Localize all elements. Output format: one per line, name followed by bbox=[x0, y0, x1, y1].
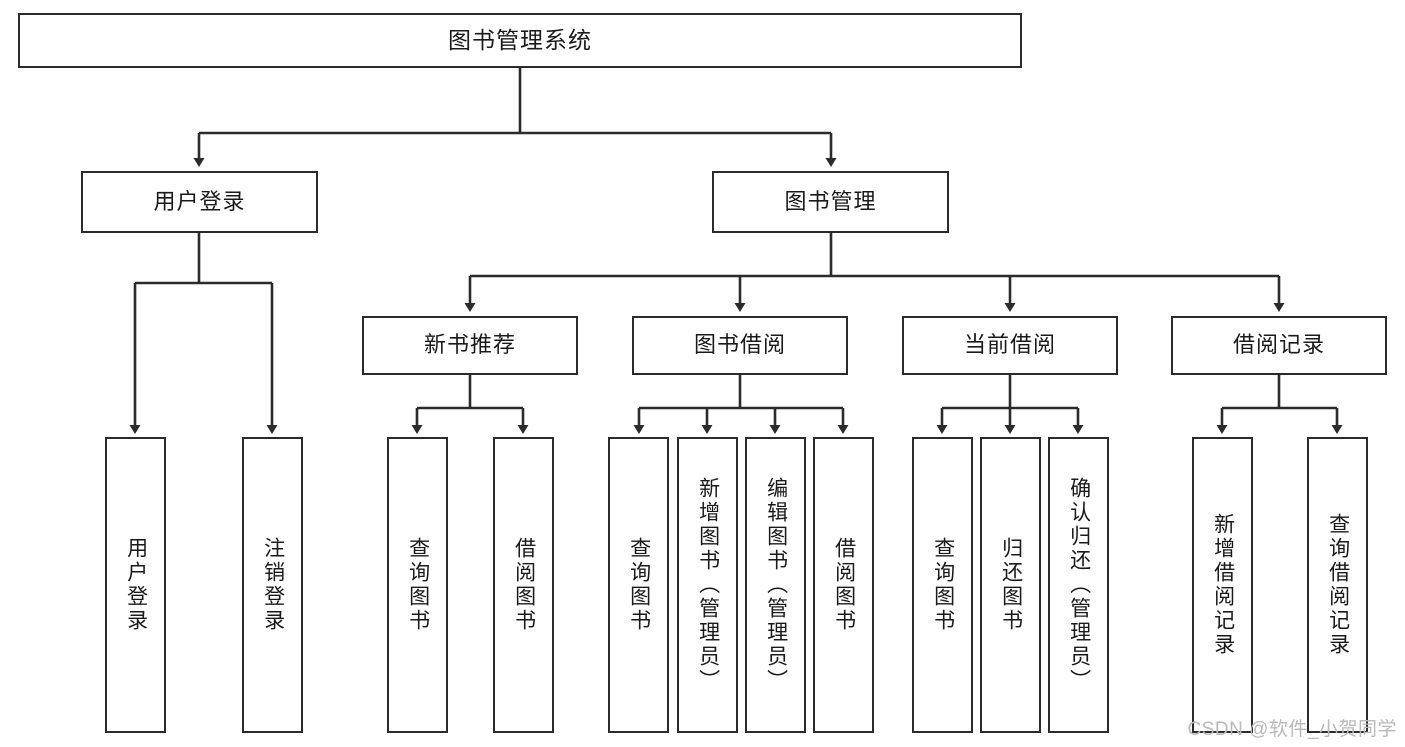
leaf-label: 编辑图书（管理员） bbox=[764, 477, 788, 693]
csdn-watermark: CSDN @软件_小贺同学 bbox=[1187, 719, 1397, 740]
leaf-query-book-borrow[interactable]: 查询图书 bbox=[608, 437, 669, 733]
leaf-query-borrow-record[interactable]: 查询借阅记录 bbox=[1307, 437, 1368, 733]
leaf-user-logout[interactable]: 注销登录 bbox=[242, 437, 303, 733]
leaf-query-book-recommend[interactable]: 查询图书 bbox=[387, 437, 448, 733]
leaf-query-book-current[interactable]: 查询图书 bbox=[912, 437, 973, 733]
leaf-user-login[interactable]: 用户登录 bbox=[105, 437, 166, 733]
node-new-book-recommend[interactable]: 新书推荐 bbox=[362, 316, 578, 375]
leaf-label: 确认归还（管理员） bbox=[1067, 477, 1091, 693]
node-book-management[interactable]: 图书管理 bbox=[712, 171, 949, 233]
leaf-label: 借阅图书 bbox=[832, 537, 856, 633]
leaf-confirm-return-admin[interactable]: 确认归还（管理员） bbox=[1048, 437, 1109, 733]
leaf-add-book-admin[interactable]: 新增图书（管理员） bbox=[677, 437, 738, 733]
leaf-label: 查询图书 bbox=[931, 537, 955, 633]
leaf-label: 用户登录 bbox=[124, 537, 148, 633]
leaf-edit-book-admin[interactable]: 编辑图书（管理员） bbox=[745, 437, 806, 733]
node-user-login[interactable]: 用户登录 bbox=[81, 171, 318, 233]
leaf-borrow-book-recommend[interactable]: 借阅图书 bbox=[493, 437, 554, 733]
leaf-add-borrow-record[interactable]: 新增借阅记录 bbox=[1192, 437, 1253, 733]
leaf-label: 借阅图书 bbox=[512, 537, 536, 633]
leaf-label: 新增借阅记录 bbox=[1211, 513, 1235, 657]
leaf-label: 查询借阅记录 bbox=[1326, 513, 1350, 657]
leaf-label: 新增图书（管理员） bbox=[696, 477, 720, 693]
leaf-label: 注销登录 bbox=[261, 537, 285, 633]
leaf-return-book[interactable]: 归还图书 bbox=[980, 437, 1041, 733]
leaf-borrow-book[interactable]: 借阅图书 bbox=[813, 437, 874, 733]
leaf-label: 查询图书 bbox=[627, 537, 651, 633]
node-book-borrow[interactable]: 图书借阅 bbox=[632, 316, 848, 375]
node-current-borrow[interactable]: 当前借阅 bbox=[902, 316, 1118, 375]
node-borrow-record[interactable]: 借阅记录 bbox=[1171, 316, 1387, 375]
leaf-label: 查询图书 bbox=[406, 537, 430, 633]
node-root-system[interactable]: 图书管理系统 bbox=[18, 13, 1022, 68]
leaf-label: 归还图书 bbox=[999, 537, 1023, 633]
